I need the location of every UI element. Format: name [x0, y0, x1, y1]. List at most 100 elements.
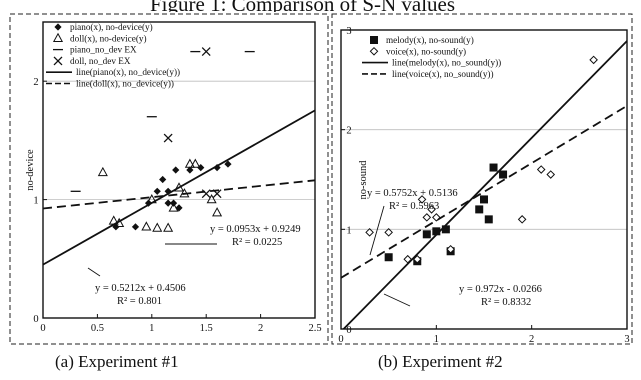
- legend-item: voice(x), no-sound(y): [369, 46, 466, 56]
- legend-label: melody(x), no-sound(y): [386, 35, 474, 45]
- series-2: [365, 55, 598, 264]
- legend-label: doll(x), no-device(y): [70, 33, 147, 43]
- data-point: [412, 254, 422, 264]
- legend-marker: [52, 32, 64, 42]
- data-point: [172, 166, 180, 174]
- regression-annotation: y = 0.0953x + 0.9249 R² = 0.0225: [210, 224, 301, 248]
- data-point: [131, 223, 140, 231]
- data-point: [422, 213, 432, 222]
- data-point: [427, 205, 436, 214]
- data-point: [141, 221, 152, 231]
- data-point: [173, 182, 185, 192]
- legend-item: melody(x), no-sound(y): [370, 35, 474, 45]
- regression-annotation: y = 0.5212x + 0.4506 R² = 0.801: [95, 283, 186, 307]
- legend-item: line(voice(x), no_sound(y)): [362, 69, 494, 79]
- r-squared: R² = 0.801: [117, 296, 162, 307]
- y-axis-label: no-device: [25, 149, 36, 191]
- cross-stroke: [201, 189, 211, 199]
- series-2: [97, 158, 223, 232]
- panel-frame: [331, 13, 633, 345]
- data-point: [159, 175, 167, 184]
- legend-item: line(doll(x), no_device(y)): [46, 79, 174, 89]
- x-tick-label: 0: [40, 323, 45, 334]
- legend-marker: [53, 56, 63, 66]
- legend-label: piano_no_dev EX: [70, 45, 137, 55]
- data-point: [489, 163, 498, 172]
- legend-item: doll, no_dev EX: [53, 56, 131, 66]
- data-point: [536, 165, 546, 174]
- annotation-leader-line: [383, 293, 411, 307]
- legend-label: line(voice(x), no_sound(y)): [392, 69, 494, 79]
- legend-item: line(melody(x), no_sound(y)): [362, 58, 501, 68]
- series-3: [70, 50, 255, 192]
- legend-label: line(melody(x), no_sound(y)): [392, 58, 501, 68]
- data-point: [163, 133, 173, 143]
- x-tick-label: 2: [258, 323, 263, 334]
- regression-equation: y = 0.5212x + 0.4506: [95, 283, 186, 294]
- y-tick-label: 2: [346, 126, 351, 137]
- data-point: [152, 222, 163, 232]
- plot-area: [340, 29, 628, 330]
- legend-label: line(piano(x), no_device(y)): [76, 67, 180, 77]
- x-tick-label: 0: [338, 334, 343, 345]
- regression-equation: y = 0.5752x + 0.5136: [367, 188, 458, 199]
- data-point: [517, 215, 527, 224]
- y-tick-label: 0: [346, 325, 351, 336]
- data-point: [201, 189, 211, 199]
- x-tick-label: 3: [624, 334, 629, 345]
- y-tick-label: 1: [33, 196, 38, 207]
- cross-stroke: [212, 189, 222, 199]
- data-point: [213, 164, 221, 172]
- x-tick-label: 1: [149, 323, 154, 334]
- data-point: [212, 189, 222, 199]
- y-tick-label: 2: [33, 77, 38, 88]
- data-point: [97, 166, 108, 177]
- data-point: [446, 244, 455, 254]
- data-point: [190, 158, 201, 168]
- data-point: [365, 228, 374, 237]
- data-point: [432, 227, 441, 236]
- figure-title: Figure 1: Comparison of S-N values: [150, 0, 456, 12]
- x-tick-label: 0.5: [91, 323, 104, 334]
- plot-area: [42, 21, 316, 319]
- data-point: [168, 202, 179, 212]
- panel-frame: [9, 13, 329, 345]
- y-tick-label: 1: [346, 225, 351, 236]
- data-point: [108, 215, 119, 225]
- gridlines: [341, 129, 627, 230]
- r-squared: R² = 0.0225: [232, 237, 282, 248]
- data-point: [212, 207, 223, 217]
- trendline-solid: [342, 40, 627, 329]
- trendline-dashed: [43, 179, 315, 210]
- y-axis-label: no-sound: [358, 160, 369, 200]
- data-point: [417, 195, 427, 204]
- legend: piano(x), no-device(y)doll(x), no-device…: [46, 22, 180, 89]
- data-point: [114, 217, 125, 227]
- x-tick-label: 1.5: [200, 323, 213, 334]
- data-point: [589, 55, 598, 65]
- x-tick-label: 1: [434, 334, 439, 345]
- legend-marker: [370, 36, 378, 44]
- data-point: [206, 194, 217, 204]
- legend-item: piano_no_dev EX: [53, 45, 137, 55]
- legend-label: piano(x), no-device(y): [70, 22, 153, 32]
- legend-marker: [54, 23, 62, 31]
- cross-stroke: [201, 47, 211, 57]
- data-point: [153, 187, 161, 195]
- legend-label: line(doll(x), no_device(y)): [76, 79, 174, 89]
- panel-caption: (a) Experiment #1: [55, 352, 179, 371]
- data-point: [475, 205, 484, 214]
- data-point: [441, 225, 450, 234]
- cross-stroke: [163, 133, 173, 143]
- data-point: [186, 166, 194, 174]
- data-point: [546, 170, 556, 179]
- data-point: [201, 47, 211, 57]
- regression-equation: y = 0.0953x + 0.9249: [210, 224, 301, 235]
- legend: melody(x), no-sound(y)voice(x), no-sound…: [362, 35, 501, 79]
